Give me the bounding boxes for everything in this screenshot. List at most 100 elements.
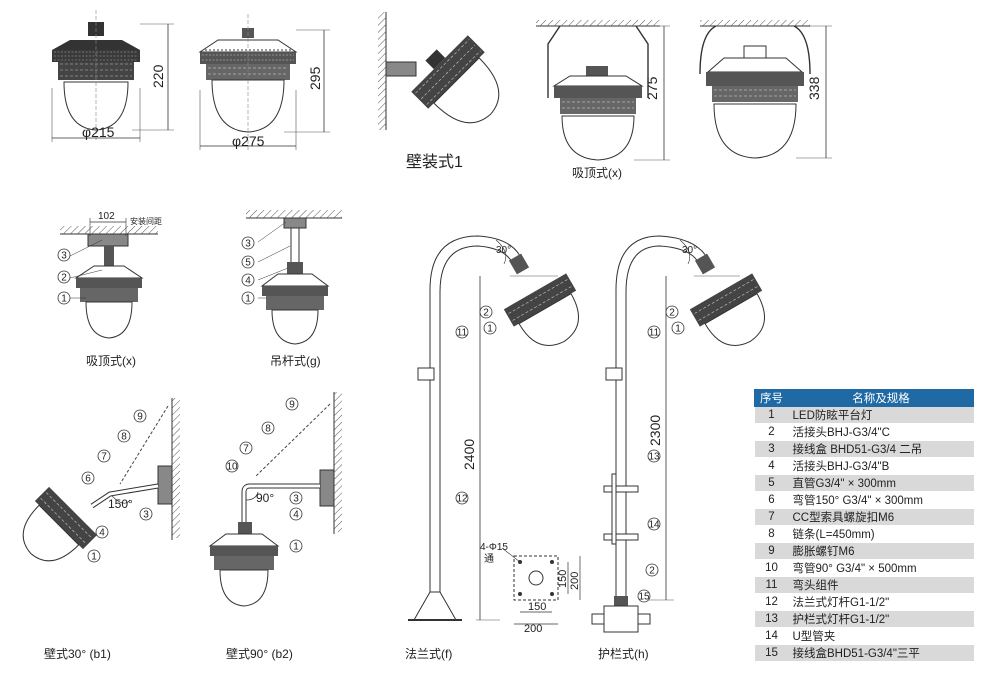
legend-row-number: 5	[754, 474, 789, 492]
base-plate-view: 4-Φ15 通 150 200 150 200	[480, 542, 581, 635]
angle-90: 90°	[256, 491, 274, 505]
callout-circle	[645, 563, 659, 577]
legend-row-name: 弯头组件	[788, 576, 974, 594]
wall-90-view: 90°	[208, 392, 342, 607]
dim-height-338: 338	[806, 76, 822, 100]
legend-row-number: 6	[754, 491, 789, 509]
legend-row-name: 接线盒 BHD51-G3/4 二吊	[788, 440, 974, 458]
callout-number: 3	[293, 494, 299, 505]
holes-through: 通	[484, 553, 494, 565]
legend-row-name: 链条(L=450mm)	[788, 525, 974, 543]
legend-row-name: U型管夹	[788, 627, 974, 645]
lamp-view-2: 295 φ275	[198, 14, 330, 150]
callout-number: 1	[487, 324, 493, 335]
callout-number: 2	[483, 308, 489, 319]
callout-circle	[139, 507, 153, 521]
legend-row-number: 13	[754, 610, 789, 628]
callout-number: 3	[245, 239, 251, 250]
callout-circle	[57, 248, 71, 262]
legend-row-name: 护栏式灯杆G1-1/2"	[788, 610, 974, 628]
legend-header-no: 序号	[754, 389, 789, 407]
callout-number: 14	[648, 520, 660, 531]
callout-circle	[671, 321, 685, 335]
callout-circle	[285, 397, 299, 411]
guard-pole-view: 30° 2300	[591, 235, 765, 633]
caption-flange: 法兰式(f)	[405, 647, 453, 661]
legend-row-number: 2	[754, 423, 789, 441]
caption-ceiling-b: 吸顶式(x)	[86, 354, 136, 368]
dim-diameter-275: φ275	[232, 133, 265, 149]
callout-circle	[95, 525, 109, 539]
callout-number: 6	[85, 474, 91, 485]
caption-ceiling-a: 吸顶式(x)	[572, 166, 622, 180]
callout-number: 1	[293, 542, 299, 553]
caption-wall-90: 壁式90° (b2)	[226, 647, 293, 661]
wall-mount-view-1	[378, 12, 500, 130]
callout-number: 1	[245, 294, 251, 305]
callout-circle	[289, 491, 303, 505]
callout-circle	[57, 291, 71, 305]
dim-200-v: 200	[569, 572, 581, 590]
flange-pole-view: 30° 2400	[408, 235, 579, 621]
legend-row-number: 4	[754, 457, 789, 475]
caption-guard: 护栏式(h)	[598, 647, 649, 661]
callout-number: 2	[649, 566, 655, 577]
callout-number: 3	[61, 251, 67, 262]
callout-circle	[483, 321, 497, 335]
callout-circle	[479, 305, 493, 319]
ceiling-view-b: 338	[699, 20, 832, 159]
callout-circle	[133, 409, 147, 423]
callout-number: 10	[226, 462, 238, 473]
callout-circle	[225, 459, 239, 473]
legend-row-number: 12	[754, 593, 789, 611]
spacing-note: 安装间距	[130, 216, 162, 226]
dim-diameter-215: φ215	[82, 124, 115, 140]
dim-height-275: 275	[644, 76, 660, 100]
callout-circle	[241, 255, 255, 269]
legend-row-number: 1	[754, 406, 789, 424]
callout-circle	[87, 549, 101, 563]
callout-number: 7	[243, 444, 249, 455]
dim-spacing-102: 102	[98, 211, 115, 222]
legend-row-name: 活接头BHJ-G3/4"C	[788, 423, 974, 441]
angle-30-guard: 30°	[682, 245, 697, 256]
legend-row-name: CC型索具螺旋扣M6	[788, 508, 974, 526]
dim-150-v: 150	[557, 570, 569, 588]
legend-row-name: 弯管90° G3/4" × 500mm	[788, 559, 974, 577]
callout-circle	[647, 449, 661, 463]
callout-circle	[97, 449, 111, 463]
legend-row-number: 3	[754, 440, 789, 458]
callout-circle	[261, 421, 275, 435]
legend-row-name: 膨胀螺钉M6	[788, 542, 974, 560]
callout-number: 4	[293, 510, 299, 521]
dim-height-295: 295	[307, 66, 323, 90]
legend-row-name: 活接头BHJ-G3/4"B	[788, 457, 974, 475]
callout-number: 11	[649, 328, 660, 339]
callout-number: 8	[121, 432, 127, 443]
legend-row-name: 直管G3/4" × 300mm	[788, 474, 974, 492]
legend-row-name: LED防眩平台灯	[788, 406, 974, 424]
callout-number: 9	[289, 400, 295, 411]
lamp-view-1: 220 φ215	[51, 10, 174, 142]
callout-number: 4	[245, 276, 251, 287]
callout-number: 4	[99, 528, 105, 539]
dim-height-220: 220	[150, 64, 166, 88]
callout-number: 3	[143, 510, 149, 521]
legend-row-name: 弯管150° G3/4" × 300mm	[788, 491, 974, 509]
legend-row-name: 接线盒BHD51-G3/4"三平	[788, 644, 974, 662]
legend-row-number: 14	[754, 627, 789, 645]
legend-row-number: 10	[754, 559, 789, 577]
caption-wall-mount-1: 壁装式1	[406, 154, 463, 171]
